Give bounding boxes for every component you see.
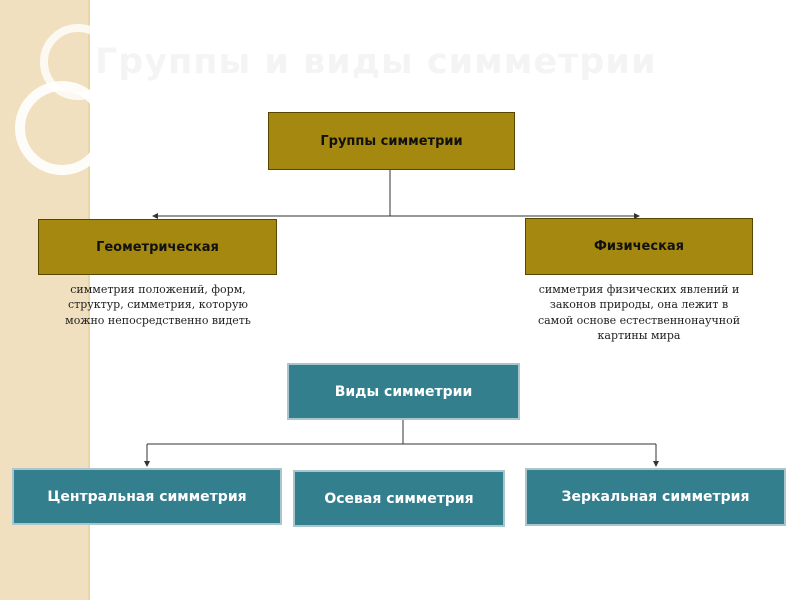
geometric-label: Геометрическая	[96, 239, 219, 255]
decorative-rings	[15, 24, 116, 175]
central-symmetry-label: Центральная симметрия	[47, 488, 247, 505]
physical-description: симметрия физических явлений и законов п…	[537, 283, 741, 343]
side-strip-edge	[88, 0, 90, 600]
geometric-box: Геометрическая	[38, 219, 277, 275]
kinds-root-box: Виды симметрии	[287, 363, 520, 420]
axial-symmetry-label: Осевая симметрия	[324, 490, 474, 507]
mirror-symmetry-box: Зеркальная симметрия	[525, 468, 786, 526]
arrowhead-right	[634, 213, 640, 219]
axial-symmetry-box: Осевая симметрия	[293, 470, 505, 527]
arrowhead-down-left	[144, 461, 150, 467]
physical-label: Физическая	[593, 239, 685, 254]
geometric-description: симметрия положений, форм, структур, сим…	[65, 283, 251, 327]
central-symmetry-box: Центральная симметрия	[12, 468, 282, 525]
physical-box: Физическая	[525, 218, 753, 275]
arrowhead-down-right	[653, 461, 659, 467]
page-title: Группы и виды симметрии	[95, 42, 657, 82]
kinds-root-label: Виды симметрии	[334, 383, 473, 400]
arrowhead-left	[152, 213, 158, 219]
groups-root-label: Группы симметрии	[320, 133, 463, 149]
mirror-symmetry-label: Зеркальная симметрия	[561, 489, 750, 505]
groups-root-box: Группы симметрии	[268, 112, 515, 170]
